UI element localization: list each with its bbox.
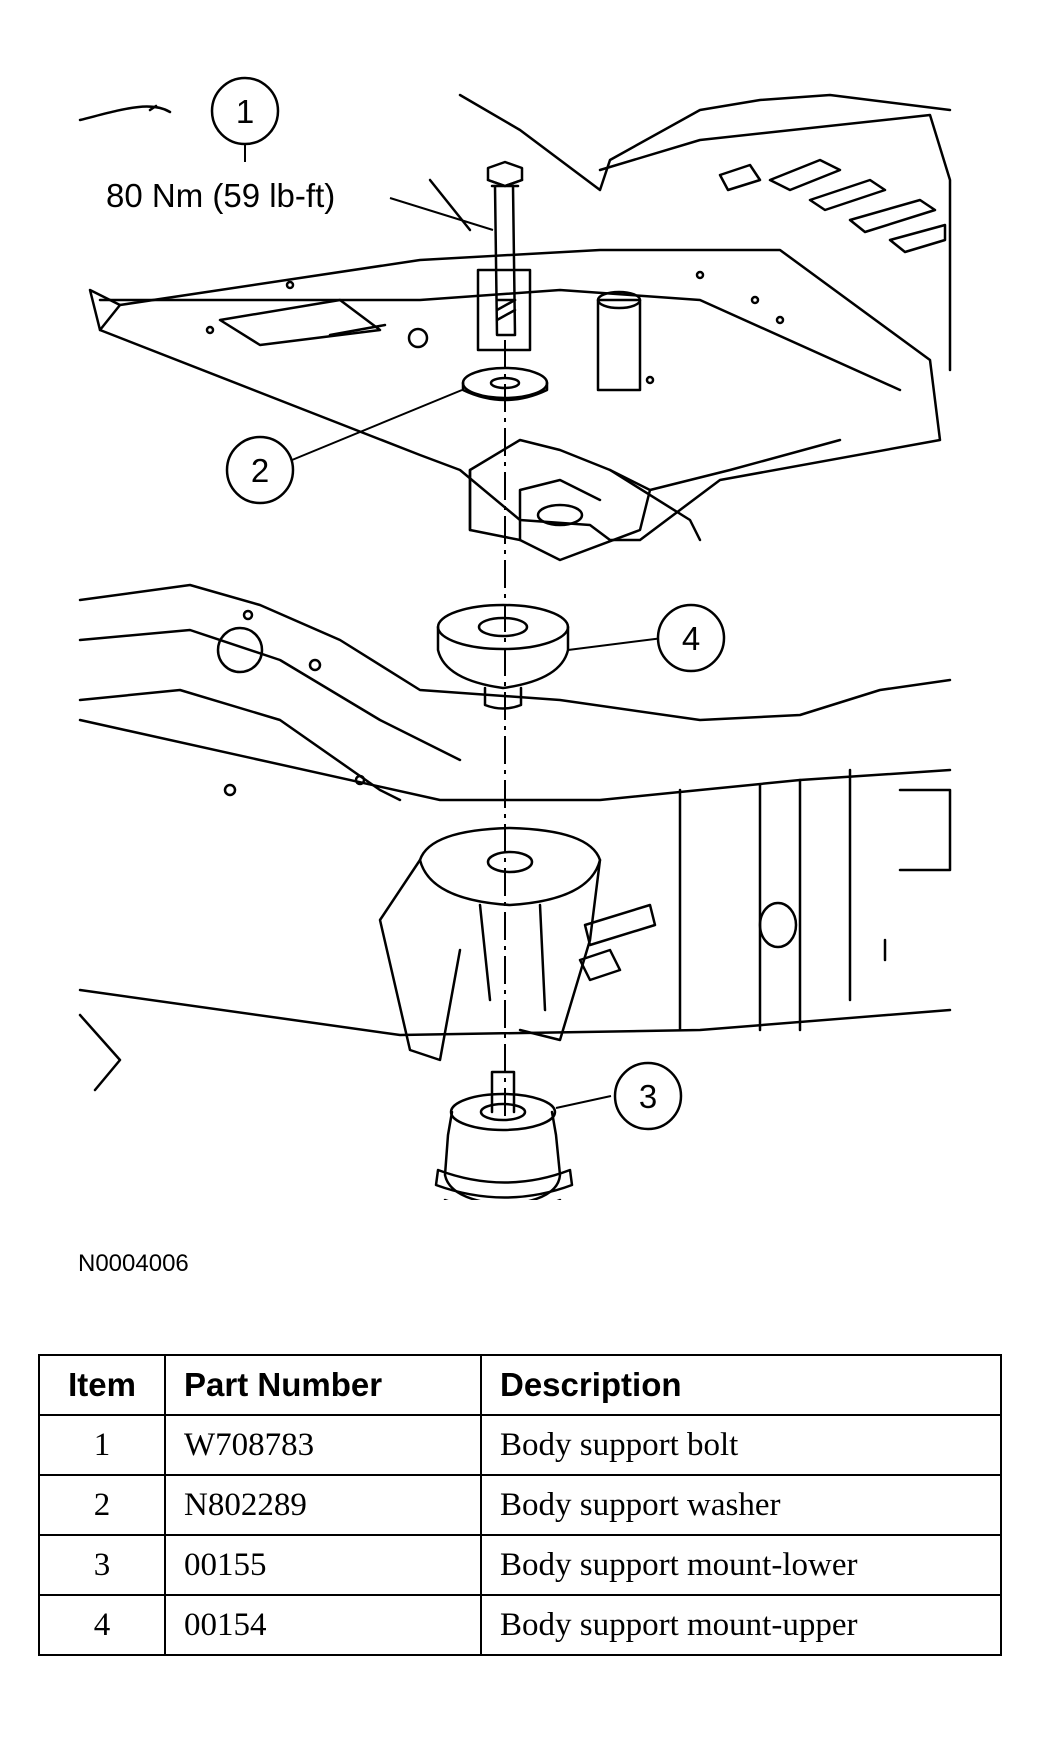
row-part-number: 00155 <box>164 1534 482 1596</box>
floor-pan-outline <box>78 105 172 122</box>
frame-bracket <box>378 826 602 1062</box>
table-row: 2 N802289 Body support washer <box>38 1474 1002 1536</box>
row-part-number: W708783 <box>164 1414 482 1476</box>
floor-pan <box>88 248 942 542</box>
header-item: Item <box>38 1354 166 1416</box>
row-description: Body support washer <box>480 1474 1002 1536</box>
frame-rail <box>78 583 952 722</box>
callout-2: 2 <box>225 435 295 505</box>
callout-4-label: 4 <box>682 620 700 657</box>
row-part-number: 00154 <box>164 1594 482 1656</box>
table-header-row: Item Part Number Description <box>38 1354 1002 1416</box>
callout-1-label: 1 <box>236 93 254 130</box>
callout-1: 1 <box>210 76 280 146</box>
callout-3-label: 3 <box>639 1078 657 1115</box>
parts-table: Item Part Number Description 1 W708783 B… <box>38 1354 1002 1656</box>
torque-spec: 80 Nm (59 lb-ft) <box>106 177 335 214</box>
row-item: 4 <box>38 1594 166 1656</box>
bolt <box>486 160 524 337</box>
table-row: 4 00154 Body support mount-upper <box>38 1594 1002 1656</box>
body-bracket <box>468 438 652 562</box>
callout-3: 3 <box>613 1061 683 1131</box>
row-description: Body support mount-upper <box>480 1594 1002 1656</box>
exploded-view-diagram: 1 2 4 3 80 Nm (59 lb-ft) <box>78 76 952 1200</box>
callout-2-label: 2 <box>251 452 269 489</box>
figure-id: N0004006 <box>78 1250 189 1277</box>
diagram-svg: 1 2 4 3 80 Nm (59 lb-ft) <box>78 76 952 1200</box>
callout-4: 4 <box>656 603 726 673</box>
upper-mount <box>436 603 570 710</box>
row-part-number: N802289 <box>164 1474 482 1536</box>
header-description: Description <box>480 1354 1002 1416</box>
table-row: 1 W708783 Body support bolt <box>38 1414 1002 1476</box>
row-item: 2 <box>38 1474 166 1536</box>
row-description: Body support mount-lower <box>480 1534 1002 1596</box>
row-item: 3 <box>38 1534 166 1596</box>
row-description: Body support bolt <box>480 1414 1002 1476</box>
row-item: 1 <box>38 1414 166 1476</box>
header-part-number: Part Number <box>164 1354 482 1416</box>
table-row: 3 00155 Body support mount-lower <box>38 1534 1002 1596</box>
lower-mount <box>434 1070 574 1200</box>
